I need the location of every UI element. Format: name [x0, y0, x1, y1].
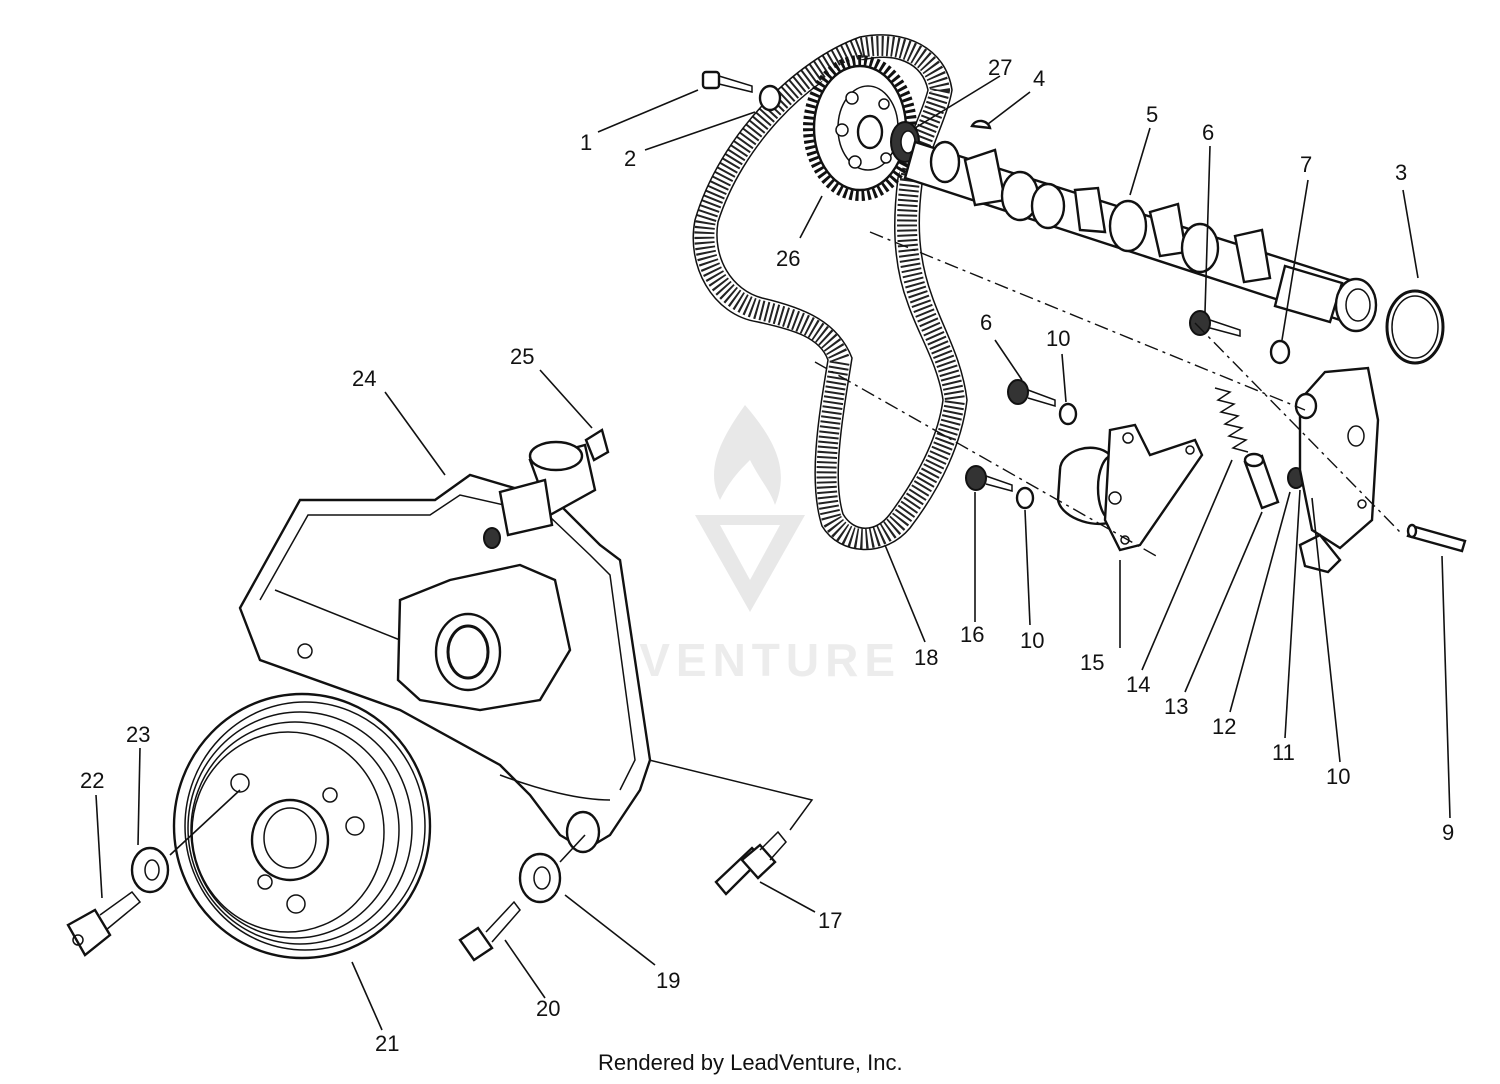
housing-bolt: [458, 900, 521, 962]
pump-housing: [238, 473, 652, 854]
callout-10-lower: 10: [1020, 628, 1044, 653]
callout-6-middle: 6: [980, 310, 992, 335]
callout-17: 17: [818, 908, 842, 933]
pulley-bolt: [66, 890, 142, 957]
callout-26: 26: [776, 246, 800, 271]
axis-line-tensioner: [814, 361, 1159, 558]
camshaft: [903, 140, 1378, 333]
callout-3: 3: [1395, 160, 1407, 185]
washer-lower: [1015, 486, 1035, 510]
callout-6-upper: 6: [1202, 120, 1214, 145]
tensioner-pin: [1406, 523, 1467, 553]
belt-tensioner: [1056, 423, 1204, 552]
leader-lines: [95, 75, 1451, 1031]
callout-15: 15: [1080, 650, 1104, 675]
woodruff-key: [970, 119, 992, 130]
tensioner-plunger: [1243, 452, 1280, 510]
callout-9: 9: [1442, 820, 1454, 845]
housing-washer: [518, 852, 562, 904]
callout-22: 22: [80, 768, 104, 793]
sprocket-bolt: [701, 70, 753, 93]
water-pump-pulley: [172, 692, 432, 960]
tensioner-bolt-upper: [1189, 310, 1241, 337]
sprocket-washer: [758, 84, 782, 112]
callout-23: 23: [126, 722, 150, 747]
camshaft-plug-ring: [1385, 289, 1445, 365]
callout-4: 4: [1033, 66, 1045, 91]
callout-2: 2: [624, 146, 636, 171]
callout-21: 21: [375, 1031, 399, 1056]
render-credit: Rendered by LeadVenture, Inc.: [598, 1050, 903, 1075]
callout-1: 1: [580, 130, 592, 155]
washer-upper: [1269, 339, 1291, 365]
callout-25: 25: [510, 344, 534, 369]
callout-24: 24: [352, 366, 376, 391]
camshaft-seal: [890, 121, 920, 163]
pulley-washer: [130, 846, 170, 894]
axis-line-camshaft: [869, 231, 1306, 411]
callout-7: 7: [1300, 152, 1312, 177]
callout-labels: 1 2 3 4 5 6 6 7 9 10 10 10 11 12 13 14 1…: [80, 55, 1454, 1056]
callout-16: 16: [960, 622, 984, 647]
callout-13: 13: [1164, 694, 1188, 719]
watermark-logo: [695, 405, 805, 612]
washer-middle: [1058, 402, 1078, 426]
callout-14: 14: [1126, 672, 1150, 697]
housing-stud: [714, 830, 787, 896]
callout-20: 20: [536, 996, 560, 1021]
callout-27: 27: [988, 55, 1012, 80]
tensioner-bolt-middle: [1007, 379, 1056, 408]
camshaft-sprocket: [803, 55, 917, 201]
callout-12: 12: [1212, 714, 1236, 739]
callout-11: 11: [1272, 740, 1295, 765]
temperature-sensor: [483, 428, 610, 549]
callout-19: 19: [656, 968, 680, 993]
callout-10-upper: 10: [1046, 326, 1070, 351]
tensioner-bolt-lower: [965, 465, 1013, 492]
tensioner-bracket: [1294, 366, 1380, 574]
callout-10-right: 10: [1326, 764, 1350, 789]
callout-5: 5: [1146, 102, 1158, 127]
callout-18: 18: [914, 645, 938, 670]
tensioner-spring: [1214, 387, 1249, 453]
axis-line-pin: [1194, 322, 1401, 533]
